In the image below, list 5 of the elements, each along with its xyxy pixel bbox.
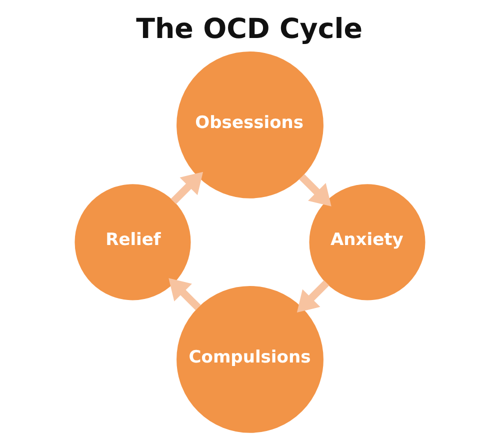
arrow [170,172,204,204]
arrow [168,278,201,310]
arrow [296,280,330,313]
arrow [299,174,332,206]
diagram-title: The OCD Cycle [136,12,363,45]
